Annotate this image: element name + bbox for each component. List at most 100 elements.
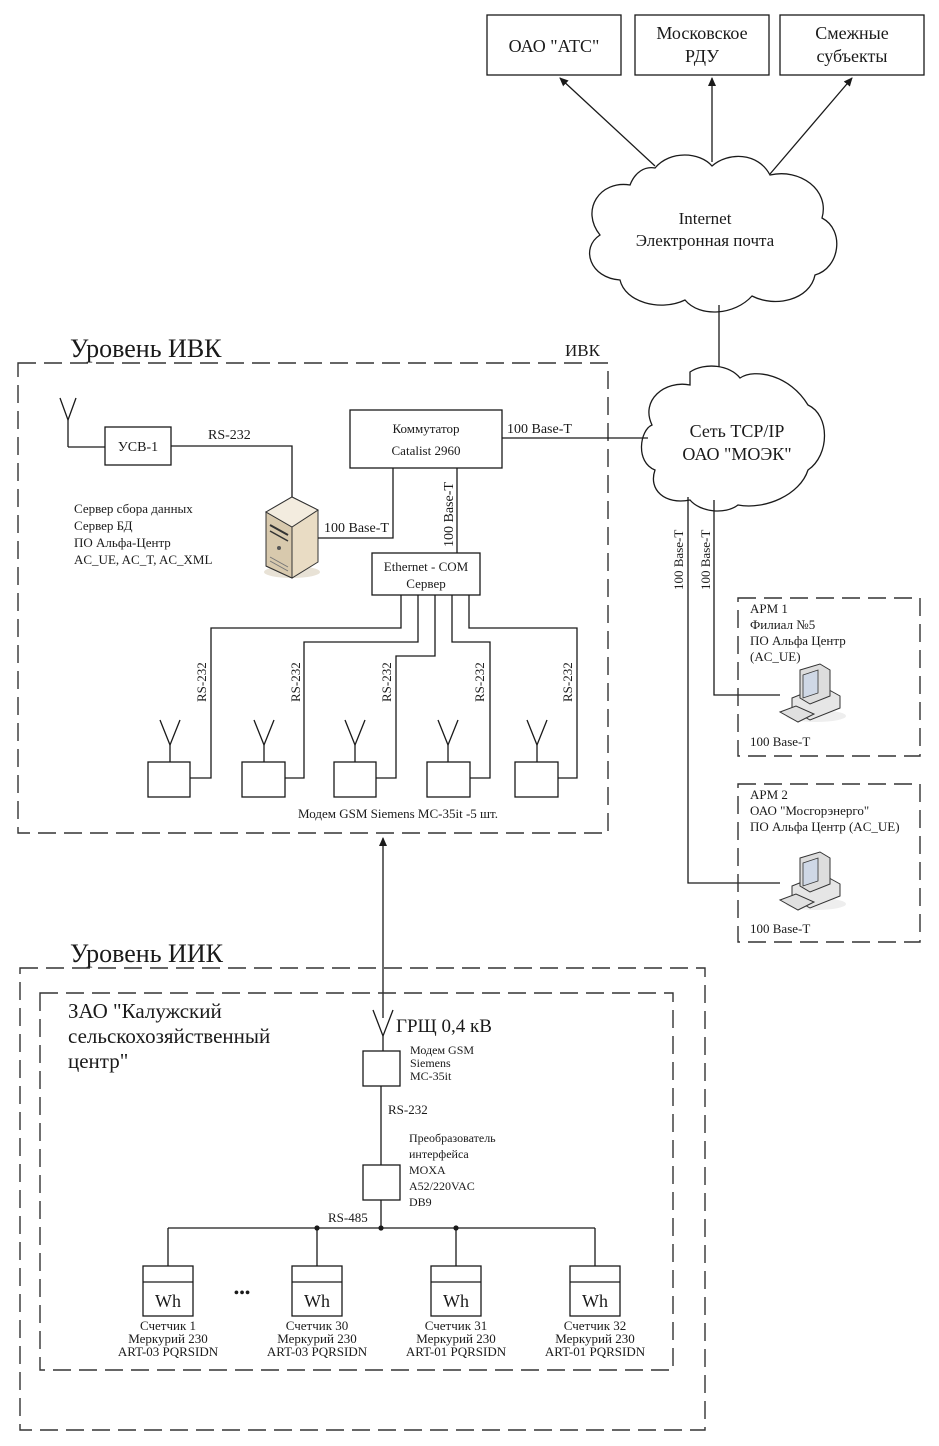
rdu-label-1: Московское (656, 23, 747, 43)
server-description: Сервер сбора данных Сервер БД ПО Альфа-Ц… (74, 501, 212, 567)
modem-link-label: RS-232 (560, 662, 575, 702)
server-link-label: 100 Base-T (324, 521, 389, 536)
iik-modem-line: Модем GSM (410, 1043, 474, 1057)
ivk-level-title: Уровень ИВК (70, 334, 222, 363)
arm2-line: АРМ 2 (750, 787, 788, 802)
modem-link-label: RS-232 (472, 662, 487, 702)
meter-line: Меркурий 230 (555, 1331, 634, 1346)
ivk-boundary (17, 362, 609, 834)
usv-box: УСВ-1 (104, 426, 172, 466)
meter-line: Меркурий 230 (416, 1331, 495, 1346)
iik-outer-boundary (19, 967, 706, 1431)
antenna-icon (59, 397, 105, 448)
meter-line: Счетчик 30 (286, 1318, 349, 1333)
arm1-text: АРМ 1 Филиал №5 ПО Альфа Центр (AC_UE) 1… (750, 601, 846, 749)
modems-caption: Модем GSM Siemens MC-35it -5 шт. (298, 806, 498, 821)
moek-label-1: Сеть TCP/IP (690, 421, 785, 441)
meter-line: Счетчик 1 (140, 1318, 196, 1333)
meter-32: Wh Счетчик 32 Меркурий 230 ART-01 PQRSID… (545, 1265, 646, 1359)
usv-server-link (171, 445, 293, 497)
site-title-line: сельскохозяйственный (68, 1024, 270, 1048)
external-rdu-box: Московское РДУ (634, 14, 770, 76)
meter-line: ART-03 PQRSIDN (267, 1344, 368, 1359)
meter-symbol: Wh (443, 1291, 469, 1311)
meter-symbol: Wh (155, 1291, 181, 1311)
gsm-modem-3 (333, 719, 377, 798)
arm1-link-label: 100 Base-T (750, 734, 810, 749)
site-title-line: центр" (68, 1049, 128, 1073)
meter-30: Wh Счетчик 30 Меркурий 230 ART-03 PQRSID… (267, 1265, 368, 1359)
meter-symbol: Wh (304, 1291, 330, 1311)
bus-label: RS-485 (328, 1210, 368, 1225)
converter-line: A52/220VAC (409, 1179, 475, 1193)
arm1-line: Филиал №5 (750, 617, 815, 632)
site-title-line: ЗАО "Калужский (68, 999, 222, 1023)
gsm-modem-5 (514, 719, 559, 798)
modem-link-5 (468, 595, 578, 779)
modem-link-2 (285, 595, 419, 779)
arm2-line: ОАО "Мосгорэнерго" (750, 803, 869, 818)
ivk-box-label: ИВК (565, 341, 601, 360)
iik-modem-text: Модем GSM Siemens MC-35it (410, 1043, 474, 1083)
converter-line: интерфейса (409, 1147, 469, 1161)
switch-box: Коммутатор Catalist 2960 (349, 409, 503, 469)
switch-uplink-label: 100 Base-T (507, 422, 572, 437)
workstation-icon (778, 851, 846, 911)
usv-link-label: RS-232 (208, 428, 251, 443)
server-icon (264, 496, 320, 579)
gsm-modem-4 (426, 719, 471, 798)
arm1-line: АРМ 1 (750, 601, 788, 616)
arm1-line: (AC_UE) (750, 649, 801, 664)
moek-label-2: ОАО "МОЭК" (682, 444, 791, 464)
gsm-modem-2 (241, 719, 286, 798)
site-title: ЗАО "Калужский сельскохозяйственный цент… (68, 999, 270, 1073)
arm2-boundary (737, 783, 921, 943)
bus-junction (378, 1225, 384, 1231)
antenna-icon (372, 1009, 394, 1051)
iik-modem-line: MC-35it (410, 1069, 452, 1083)
modem-link-label: RS-232 (388, 1102, 428, 1117)
switch-server-link (318, 468, 394, 539)
arm1-uplink-label: 100 Base-T (698, 530, 713, 590)
ats-label: ОАО "АТС" (509, 36, 600, 56)
internet-label: Internet (679, 209, 732, 228)
modem-link-3 (376, 595, 436, 779)
iik-modem-box (362, 1050, 401, 1087)
rdu-label-2: РДУ (685, 46, 719, 66)
modem-link-label: RS-232 (379, 662, 394, 702)
meter-line: ART-03 PQRSIDN (118, 1344, 219, 1359)
converter-box (362, 1164, 401, 1201)
ellipsis-indicator: ••• (234, 1285, 251, 1302)
adjacent-label-1: Смежные (815, 23, 889, 43)
meter-line: ART-01 PQRSIDN (545, 1344, 646, 1359)
server-desc-line: ПО Альфа-Центр (74, 535, 171, 550)
meter-31: Wh Счетчик 31 Меркурий 230 ART-01 PQRSID… (406, 1265, 507, 1359)
arrow-to-adjacent (769, 77, 853, 175)
switch-label-2: Catalist 2960 (392, 443, 461, 458)
iik-modem-line: Siemens (410, 1056, 451, 1070)
converter-line: MOXA (409, 1163, 446, 1177)
internet-cloud: Internet Электронная почта (589, 154, 838, 313)
iik-site-boundary (39, 992, 674, 1371)
modem-link-4 (451, 595, 491, 779)
meter-line: Меркурий 230 (277, 1331, 356, 1346)
external-adjacent-box: Смежные субъекты (779, 14, 925, 76)
modem-link-1 (190, 595, 402, 779)
converter-line: DB9 (409, 1195, 432, 1209)
moek-arm2-link (687, 497, 780, 884)
ethcom-server-box: Ethernet - COM Сервер (371, 552, 481, 596)
moek-cloud: Сеть TCP/IP ОАО "МОЭК" (640, 365, 826, 512)
email-label: Электронная почта (636, 231, 775, 250)
meter-line: Счетчик 31 (425, 1318, 488, 1333)
ethcom-label-1: Ethernet - COM (384, 559, 469, 574)
modem-link-label: RS-232 (288, 662, 303, 702)
grsch-label: ГРЩ 0,4 кВ (396, 1016, 492, 1037)
converter-text: Преобразователь интерфейса MOXA A52/220V… (409, 1131, 496, 1209)
server-desc-line: Сервер сбора данных (74, 501, 193, 516)
arm2-uplink-label: 100 Base-T (671, 530, 686, 590)
arrow-to-ats (559, 77, 656, 167)
ethcom-label-2: Сервер (406, 576, 445, 591)
meter-line: Счетчик 32 (564, 1318, 627, 1333)
usv-label: УСВ-1 (118, 440, 158, 455)
meter-line: Меркурий 230 (128, 1331, 207, 1346)
